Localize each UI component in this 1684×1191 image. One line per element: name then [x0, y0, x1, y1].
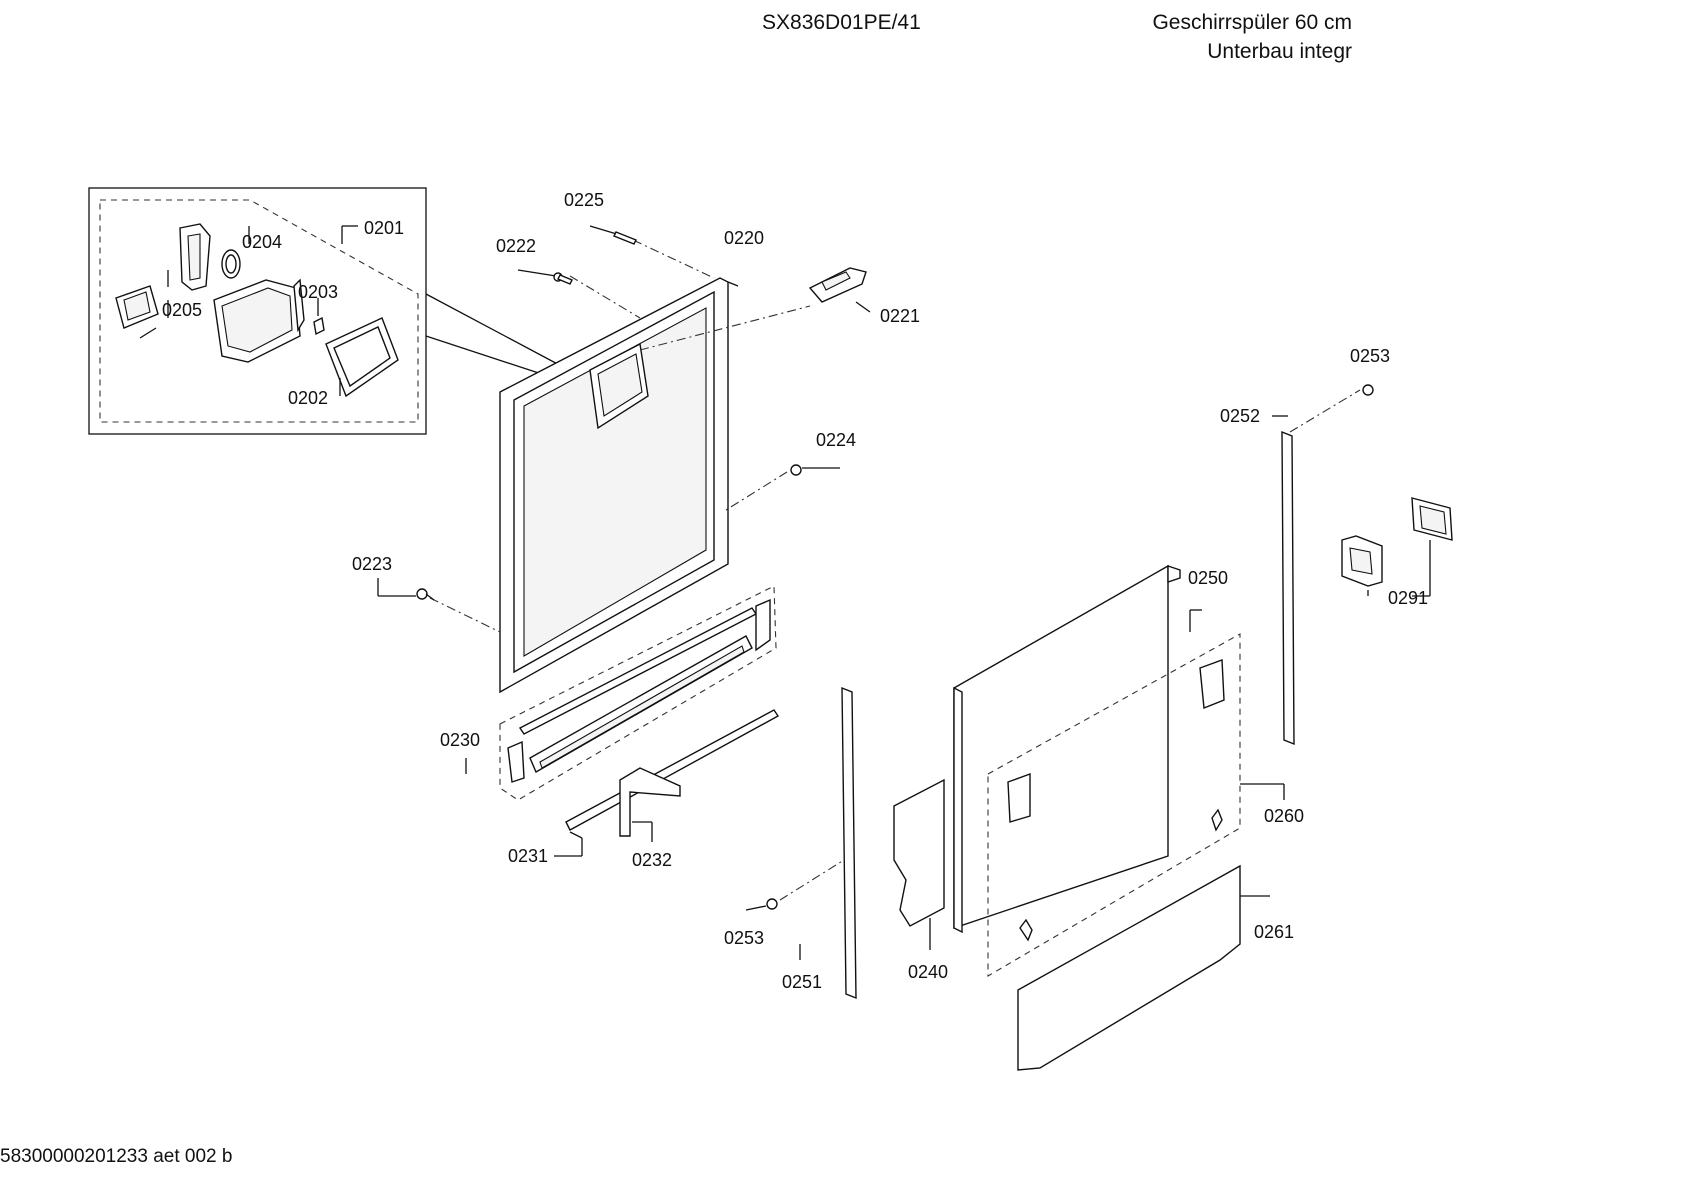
part-0260-bracket-group — [987, 633, 1285, 977]
document-id: 58300000201233 aet 002 b — [0, 1146, 233, 1167]
label-0251: 0251 — [782, 972, 822, 992]
appliance-title: Geschirrspüler 60 cm — [1152, 11, 1352, 34]
model-number: SX836D01PE/41 — [762, 11, 921, 34]
label-0253-bottom: 0253 — [724, 928, 764, 948]
part-0222-screw — [517, 269, 573, 285]
label-0225: 0225 — [564, 190, 604, 210]
label-0230: 0230 — [440, 730, 480, 750]
part-0253-screw-top — [1362, 384, 1374, 396]
part-0251-side-strip — [779, 686, 857, 1000]
part-0250-door-panel — [953, 564, 1202, 934]
part-0232-bracket — [619, 767, 681, 842]
appliance-subtitle: Unterbau integr — [1207, 40, 1352, 63]
label-0202: 0202 — [288, 388, 328, 408]
part-0230-bottom-rail-group — [465, 585, 777, 801]
label-0222: 0222 — [496, 236, 536, 256]
label-0204: 0204 — [242, 232, 282, 252]
inset-detail — [88, 187, 566, 435]
inset-frame — [88, 187, 427, 435]
label-0221: 0221 — [880, 306, 920, 326]
part-0225-screw — [589, 225, 637, 245]
label-0291: 0291 — [1388, 588, 1428, 608]
part-0240-insulation — [893, 778, 945, 950]
label-0224: 0224 — [816, 430, 856, 450]
inset-leader-upper — [425, 293, 566, 369]
inset-dashed-group — [99, 199, 419, 423]
label-0252: 0252 — [1220, 406, 1260, 426]
part-0224-screw — [790, 464, 840, 476]
part-0221-hinge-clip — [808, 267, 871, 313]
label-0201: 0201 — [364, 218, 404, 238]
label-0223: 0223 — [352, 554, 392, 574]
label-0261: 0261 — [1254, 922, 1294, 942]
label-0240: 0240 — [908, 962, 948, 982]
label-0220: 0220 — [724, 228, 764, 248]
label-0205: 0205 — [162, 300, 202, 320]
label-0253-top: 0253 — [1350, 346, 1390, 366]
label-0203: 0203 — [298, 282, 338, 302]
part-0231-rod — [554, 709, 780, 857]
part-0261-plinth-panel — [1017, 864, 1270, 1071]
part-0220-door-liner — [499, 277, 739, 694]
label-0260: 0260 — [1264, 806, 1304, 826]
label-0232: 0232 — [632, 850, 672, 870]
part-0203-clip — [313, 316, 325, 336]
label-0231: 0231 — [508, 846, 548, 866]
part-0291-plates — [1341, 497, 1453, 597]
part-0252-side-strip — [1272, 389, 1361, 746]
part-0253-screw-bottom — [745, 898, 778, 911]
label-0250: 0250 — [1188, 568, 1228, 588]
part-0223-screw — [377, 578, 435, 601]
